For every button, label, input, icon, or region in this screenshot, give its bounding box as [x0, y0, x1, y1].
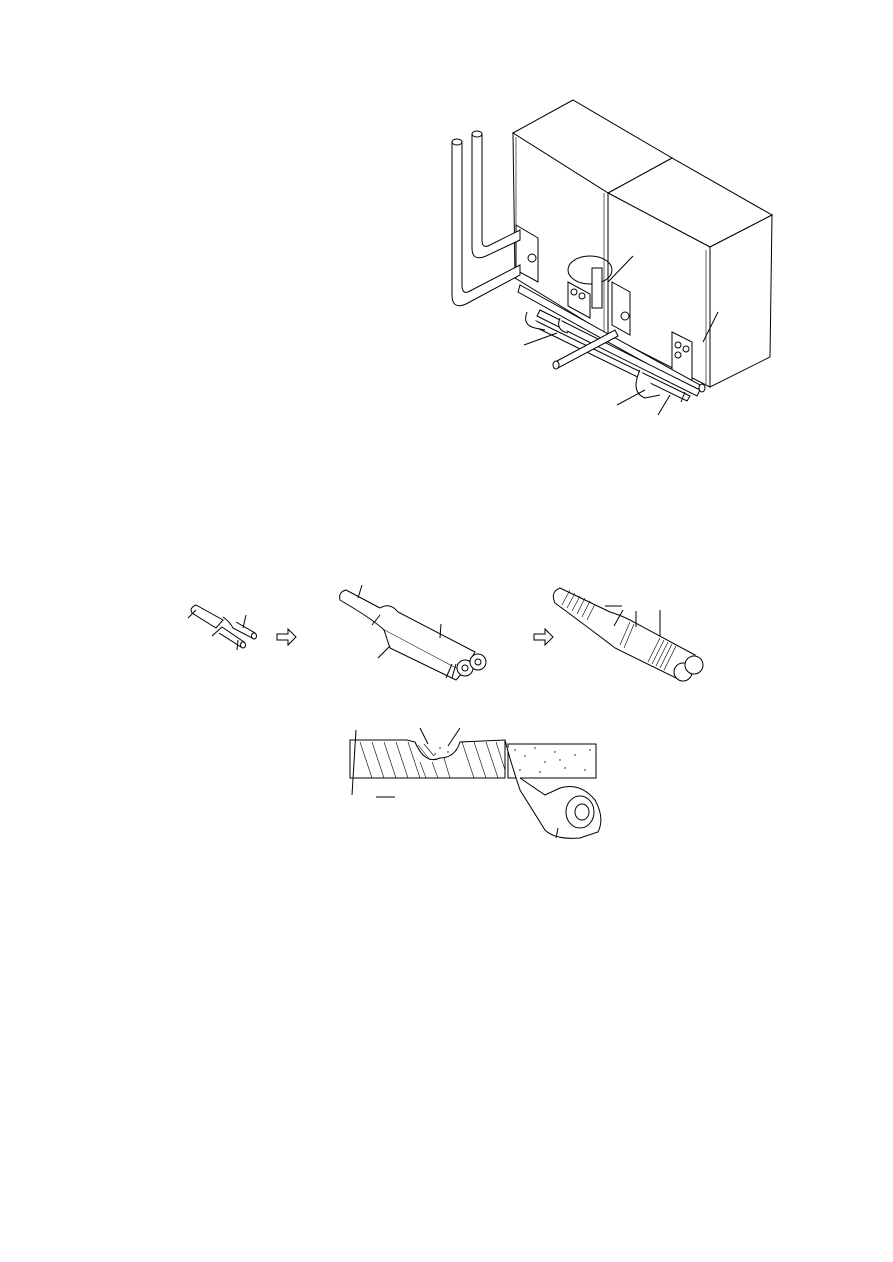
horizontal-pipes — [517, 284, 706, 402]
leader-lines — [523, 255, 719, 416]
step-3-taped-pipe — [552, 587, 704, 682]
detail-circle — [567, 255, 613, 285]
insulation-steps-figure — [187, 584, 704, 682]
rising-pipes — [451, 130, 521, 307]
step-2-insulated-pipe — [339, 584, 487, 681]
middle-service-panel — [611, 281, 631, 336]
insulation-section — [507, 743, 597, 779]
arrow-right-icon — [276, 627, 297, 647]
outdoor-units-figure — [451, 99, 774, 416]
step-1-branch-pipe — [187, 604, 257, 651]
left-service-panel — [515, 224, 539, 283]
tape-wrapping-figure — [349, 727, 602, 839]
arrow-right-icon — [533, 627, 554, 647]
